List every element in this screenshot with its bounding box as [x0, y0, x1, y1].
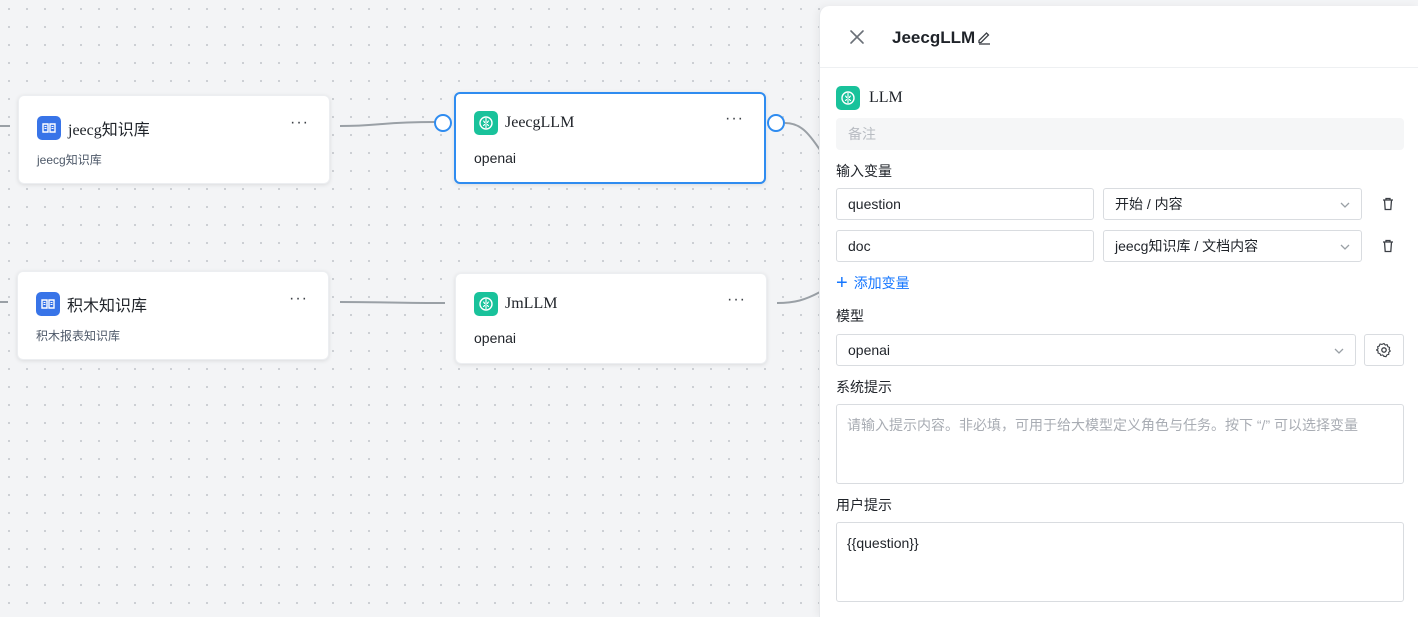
- chevron-down-icon: [1340, 244, 1350, 250]
- var-name-value: question: [848, 196, 901, 212]
- var-name-input[interactable]: doc: [836, 230, 1094, 262]
- node-type-label: LLM: [869, 89, 903, 106]
- node-more-button[interactable]: ···: [727, 291, 746, 308]
- gear-icon: [1376, 342, 1391, 358]
- input-vars-label: 输入变量: [836, 163, 892, 179]
- delete-icon[interactable]: [1380, 196, 1396, 212]
- panel-title: JeecgLLM: [892, 28, 976, 47]
- edit-icon[interactable]: [976, 29, 992, 45]
- node-subtitle: openai: [474, 330, 517, 346]
- output-port[interactable]: [767, 114, 785, 132]
- node-more-button[interactable]: ···: [289, 290, 308, 307]
- remark-input[interactable]: [836, 118, 1404, 150]
- node-type-row: LLM: [836, 86, 903, 110]
- node-more-button[interactable]: ···: [290, 114, 309, 131]
- model-label: 模型: [836, 308, 864, 324]
- model-settings-button[interactable]: [1364, 334, 1404, 366]
- node-title: jeecg知识库: [68, 122, 150, 139]
- node-subtitle: openai: [474, 150, 517, 166]
- chevron-down-icon: [1340, 202, 1350, 208]
- system-prompt-label: 系统提示: [836, 379, 892, 395]
- chevron-down-icon: [1334, 348, 1344, 354]
- book-icon: [37, 116, 61, 140]
- edge-jeecg-kb-to-jeecgllm: [339, 121, 436, 127]
- edge-out-jeecgllm: [784, 122, 820, 151]
- panel-header: JeecgLLM: [820, 6, 1418, 68]
- node-title: JeecgLLM: [505, 114, 575, 131]
- var-name-value: doc: [848, 238, 871, 254]
- node-jm-kb[interactable]: 积木知识库 ··· 积木报表知识库: [17, 271, 329, 360]
- var-source-select[interactable]: jeecg知识库 / 文档内容: [1103, 230, 1362, 262]
- var-name-input[interactable]: question: [836, 188, 1094, 220]
- add-variable-label: 添加变量: [853, 275, 910, 291]
- node-title: 积木知识库: [67, 298, 148, 315]
- model-value: openai: [848, 342, 891, 358]
- user-prompt-input[interactable]: {{question}}: [836, 522, 1404, 602]
- add-variable-button[interactable]: + 添加变量: [836, 273, 910, 293]
- plus-icon: +: [836, 272, 848, 294]
- delete-icon[interactable]: [1380, 238, 1396, 254]
- node-jeecgllm[interactable]: JeecgLLM ··· openai: [454, 92, 766, 184]
- user-prompt-label: 用户提示: [836, 497, 892, 513]
- brain-icon: [474, 111, 498, 135]
- brain-icon: [474, 292, 498, 316]
- node-config-panel: JeecgLLM LLM 输入变量 question 开始 / 内容 doc j…: [819, 6, 1418, 617]
- node-subtitle: 积木报表知识库: [36, 329, 121, 343]
- input-port[interactable]: [434, 114, 452, 132]
- node-title: JmLLM: [505, 295, 558, 312]
- book-icon: [36, 292, 60, 316]
- node-more-button[interactable]: ···: [725, 110, 744, 127]
- edge-out-jmllm: [776, 291, 820, 304]
- close-icon[interactable]: [848, 28, 866, 46]
- system-prompt-input[interactable]: 请输入提示内容。非必填，可用于给大模型定义角色与任务。按下 “/” 可以选择变量: [836, 404, 1404, 484]
- model-select[interactable]: openai: [836, 334, 1356, 366]
- edge-jm-kb-to-jmllm: [339, 301, 446, 304]
- edges-layer: [0, 121, 820, 304]
- node-subtitle: jeecg知识库: [37, 153, 102, 167]
- node-jeecg-kb[interactable]: jeecg知识库 ··· jeecg知识库: [18, 95, 330, 184]
- brain-icon: [836, 86, 860, 110]
- var-source-value: jeecg知识库 / 文档内容: [1115, 238, 1259, 254]
- var-source-value: 开始 / 内容: [1115, 196, 1183, 212]
- var-source-select[interactable]: 开始 / 内容: [1103, 188, 1362, 220]
- node-jmllm[interactable]: JmLLM ··· openai: [455, 273, 767, 364]
